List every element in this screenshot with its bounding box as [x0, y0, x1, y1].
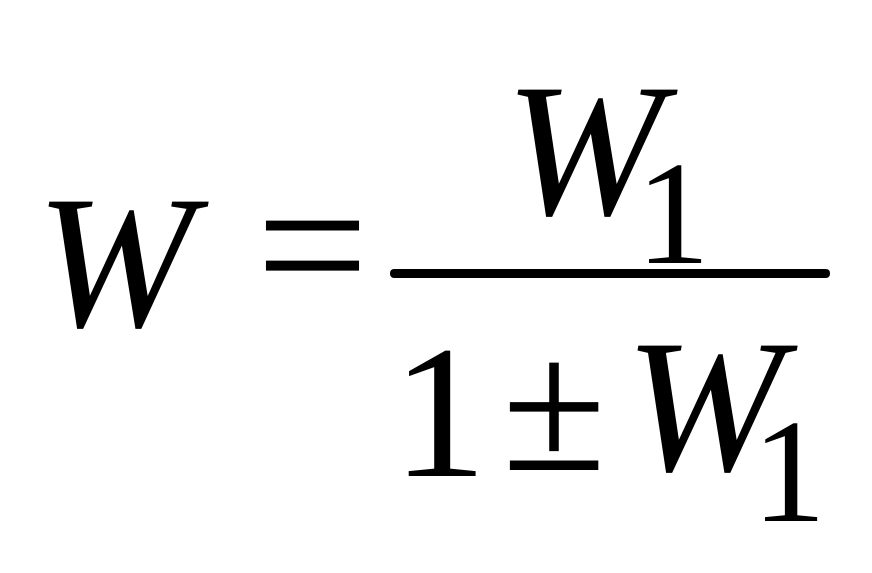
numerator-variable: W	[505, 46, 664, 256]
denominator-variable: W	[625, 302, 784, 512]
equals-sign: =	[256, 135, 369, 356]
lhs-variable: W	[36, 158, 195, 368]
denominator-one: 1	[392, 308, 487, 518]
denominator-subscript: 1	[752, 390, 826, 554]
numerator-subscript: 1	[636, 132, 710, 296]
fraction-bar	[390, 269, 830, 278]
plus-minus-operator: ±	[502, 302, 607, 512]
